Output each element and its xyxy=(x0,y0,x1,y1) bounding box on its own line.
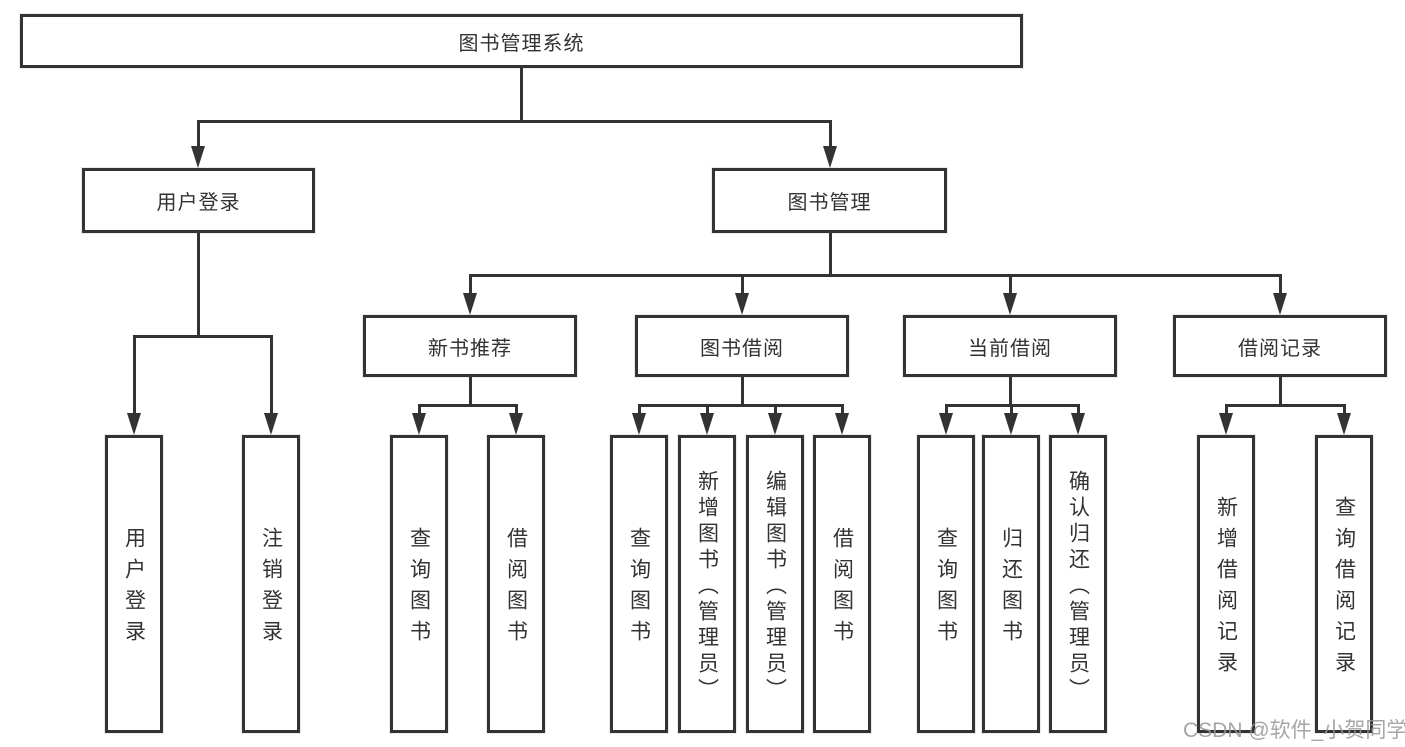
connector-line xyxy=(197,120,831,123)
arrow-down-icon xyxy=(1273,293,1287,315)
connector-line xyxy=(945,404,948,416)
arrow-down-icon xyxy=(1003,293,1017,315)
arrow-down-icon xyxy=(835,413,849,435)
connector-line xyxy=(469,274,472,296)
leaf-bor-borrow-book-label: 借阅图书 xyxy=(830,527,854,651)
connector-line xyxy=(469,377,472,405)
arrow-down-icon xyxy=(412,413,426,435)
arrow-down-icon xyxy=(463,293,477,315)
leaf-cur-query-book-label: 查询图书 xyxy=(934,527,958,651)
connector-line xyxy=(469,274,1281,277)
leaf-bor-query-book: 查询图书 xyxy=(610,435,668,733)
node-root-label: 图书管理系统 xyxy=(458,32,585,55)
arrow-down-icon xyxy=(823,146,837,168)
connector-line xyxy=(829,233,832,277)
leaf-cur-confirm-return-admin: 确认归还（管理员） xyxy=(1049,435,1107,733)
connector-line xyxy=(841,404,844,416)
node-user-login-label: 用户登录 xyxy=(156,192,241,214)
connector-line xyxy=(706,404,709,416)
arrow-down-icon xyxy=(768,413,782,435)
connector-line xyxy=(1077,404,1080,416)
leaf-cur-confirm-return-admin-label: 确认归还（管理员） xyxy=(1066,469,1090,704)
connector-line xyxy=(638,404,843,407)
arrow-down-icon xyxy=(1219,413,1233,435)
arrow-down-icon xyxy=(735,293,749,315)
arrow-down-icon xyxy=(264,413,278,435)
arrow-down-icon xyxy=(939,413,953,435)
connector-line xyxy=(774,404,777,416)
connector-line xyxy=(270,335,273,417)
connector-line xyxy=(133,335,136,417)
leaf-query-borrow-record-label: 查询借阅记录 xyxy=(1332,496,1356,682)
leaf-bor-query-book-label: 查询图书 xyxy=(627,527,651,651)
connector-line xyxy=(520,68,523,121)
leaf-add-borrow-record-label: 新增借阅记录 xyxy=(1214,496,1238,682)
leaf-bor-add-book-admin: 新增图书（管理员） xyxy=(678,435,736,733)
node-book-management-label: 图书管理 xyxy=(787,192,872,214)
connector-line xyxy=(1343,404,1346,416)
leaf-query-borrow-record: 查询借阅记录 xyxy=(1315,435,1373,733)
leaf-bor-borrow-book: 借阅图书 xyxy=(813,435,871,733)
node-user-login: 用户登录 xyxy=(82,168,315,233)
connector-line xyxy=(418,404,421,416)
leaf-rec-borrow-book: 借阅图书 xyxy=(487,435,545,733)
leaf-bor-add-book-admin-label: 新增图书（管理员） xyxy=(695,469,719,704)
node-new-book-recommend-label: 新书推荐 xyxy=(428,337,512,360)
arrow-down-icon xyxy=(632,413,646,435)
arrow-down-icon xyxy=(1004,413,1018,435)
leaf-user-login: 用户登录 xyxy=(105,435,163,733)
node-book-borrowing-label: 图书借阅 xyxy=(700,337,784,360)
arrow-down-icon xyxy=(127,413,141,435)
connector-line xyxy=(741,274,744,296)
leaf-bor-edit-book-admin: 编辑图书（管理员） xyxy=(746,435,804,733)
connector-line xyxy=(741,377,744,405)
leaf-cur-query-book: 查询图书 xyxy=(917,435,975,733)
connector-line xyxy=(197,233,200,336)
node-current-borrowing: 当前借阅 xyxy=(903,315,1117,377)
connector-line xyxy=(1225,404,1228,416)
node-borrowing-records-label: 借阅记录 xyxy=(1238,337,1322,360)
node-book-management: 图书管理 xyxy=(712,168,947,233)
leaf-cur-return-book: 归还图书 xyxy=(982,435,1040,733)
node-root: 图书管理系统 xyxy=(20,14,1023,68)
arrow-down-icon xyxy=(509,413,523,435)
arrow-down-icon xyxy=(1071,413,1085,435)
connector-line xyxy=(829,120,832,150)
leaf-rec-query-book: 查询图书 xyxy=(390,435,448,733)
connector-line xyxy=(638,404,641,416)
leaf-rec-borrow-book-label: 借阅图书 xyxy=(504,527,528,651)
connector-line xyxy=(1010,404,1013,416)
connector-line xyxy=(1009,274,1012,296)
arrow-down-icon xyxy=(700,413,714,435)
node-new-book-recommend: 新书推荐 xyxy=(363,315,577,377)
arrow-down-icon xyxy=(191,146,205,168)
node-borrowing-records: 借阅记录 xyxy=(1173,315,1387,377)
leaf-add-borrow-record: 新增借阅记录 xyxy=(1197,435,1255,733)
connector-line xyxy=(1225,404,1345,407)
connector-line xyxy=(1009,377,1012,405)
connector-line xyxy=(418,404,518,407)
leaf-user-login-label: 用户登录 xyxy=(122,527,146,651)
node-current-borrowing-label: 当前借阅 xyxy=(968,337,1052,360)
node-book-borrowing: 图书借阅 xyxy=(635,315,849,377)
connector-line xyxy=(1279,274,1282,296)
connector-line xyxy=(515,404,518,416)
leaf-bor-edit-book-admin-label: 编辑图书（管理员） xyxy=(763,469,787,704)
watermark: CSDN @软件_小贺同学 xyxy=(1183,719,1405,742)
connector-line xyxy=(133,335,273,338)
leaf-logout: 注销登录 xyxy=(242,435,300,733)
leaf-cur-return-book-label: 归还图书 xyxy=(999,527,1023,651)
leaf-logout-label: 注销登录 xyxy=(259,527,283,651)
connector-line xyxy=(197,120,200,150)
leaf-rec-query-book-label: 查询图书 xyxy=(407,527,431,651)
arrow-down-icon xyxy=(1337,413,1351,435)
connector-line xyxy=(1279,377,1282,405)
